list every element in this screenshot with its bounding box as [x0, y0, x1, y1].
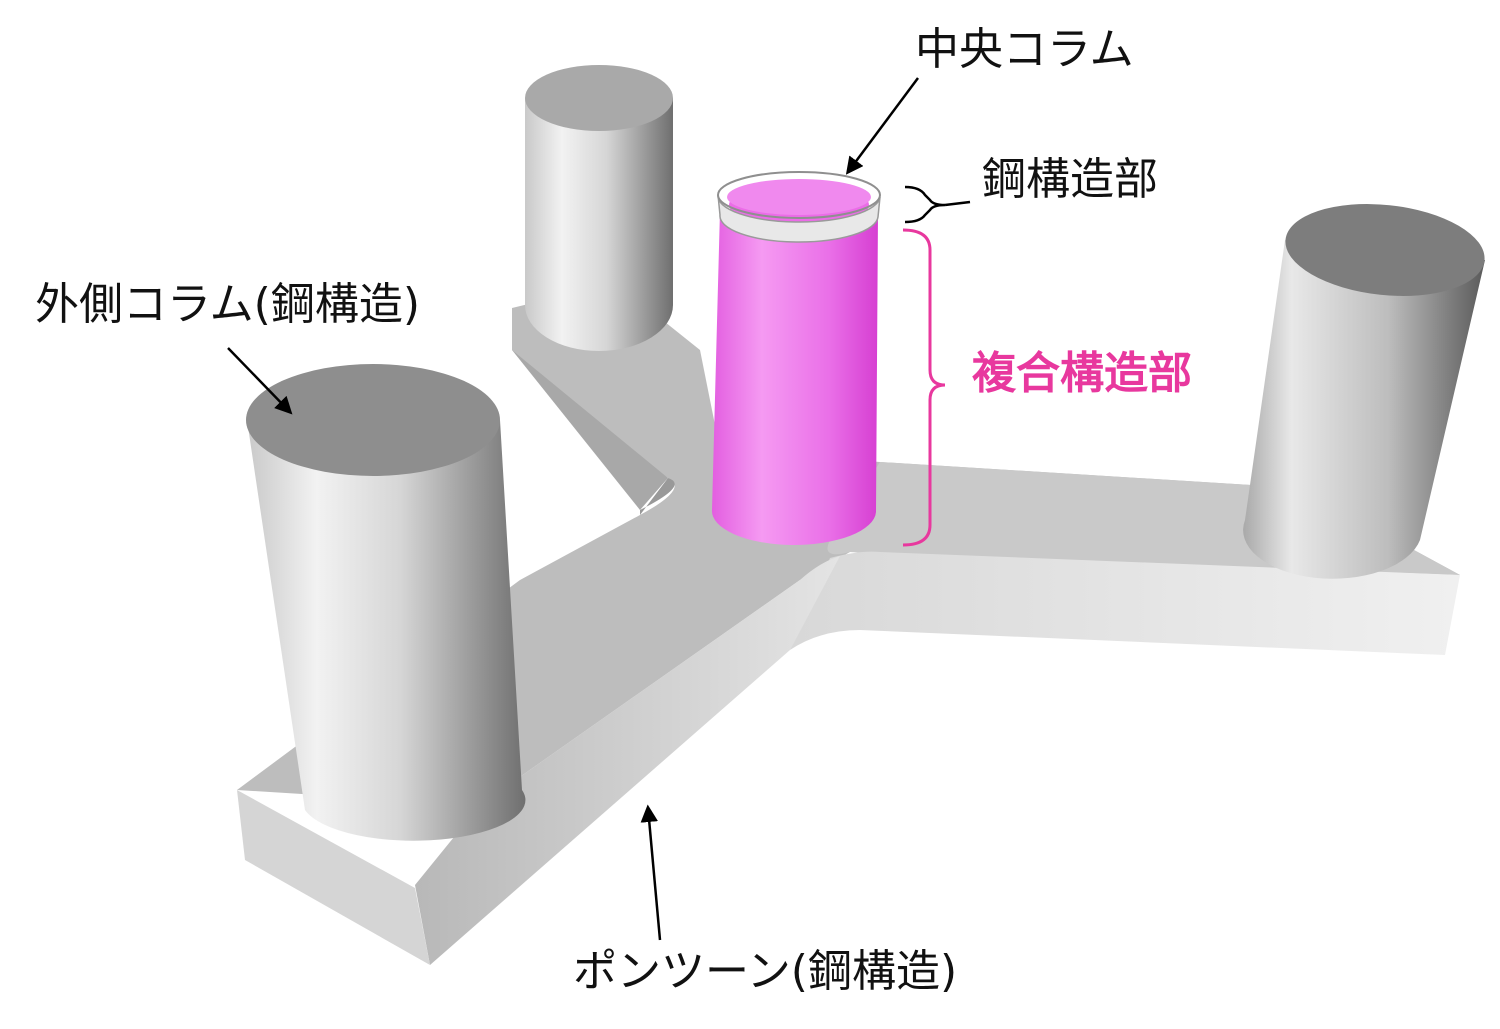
steel-part-label: 鋼構造部	[982, 154, 1158, 205]
pontoon-front-arm-side	[415, 556, 840, 965]
composite-part-bracket	[902, 228, 946, 547]
pontoon-inner-curve	[640, 478, 675, 515]
outer-column-label: 外側コラム(鋼構造)	[35, 279, 421, 330]
pontoon-right-arm-side	[790, 551, 1460, 655]
pontoon-label: ポンツーン(鋼構造)	[573, 946, 958, 997]
outer-column-arrow	[227, 347, 293, 415]
pontoon-top-surface	[237, 300, 1460, 805]
pontoon-front-end-face	[237, 790, 430, 965]
composite-part-label: 複合構造部	[972, 348, 1192, 399]
outer-column-front	[246, 364, 526, 841]
steel-part-leader	[944, 200, 971, 207]
steel-part-bracket	[904, 185, 946, 224]
center-column-arrow	[845, 77, 920, 175]
steel-ring-top	[717, 171, 881, 219]
steel-ring	[717, 194, 881, 243]
composite-section	[711, 210, 878, 545]
outer-column-right	[1243, 204, 1485, 579]
center-column	[711, 171, 881, 545]
outer-column-back	[525, 65, 673, 351]
center-column-label: 中央コラム	[915, 24, 1134, 75]
pontoon-arrow	[640, 804, 662, 941]
